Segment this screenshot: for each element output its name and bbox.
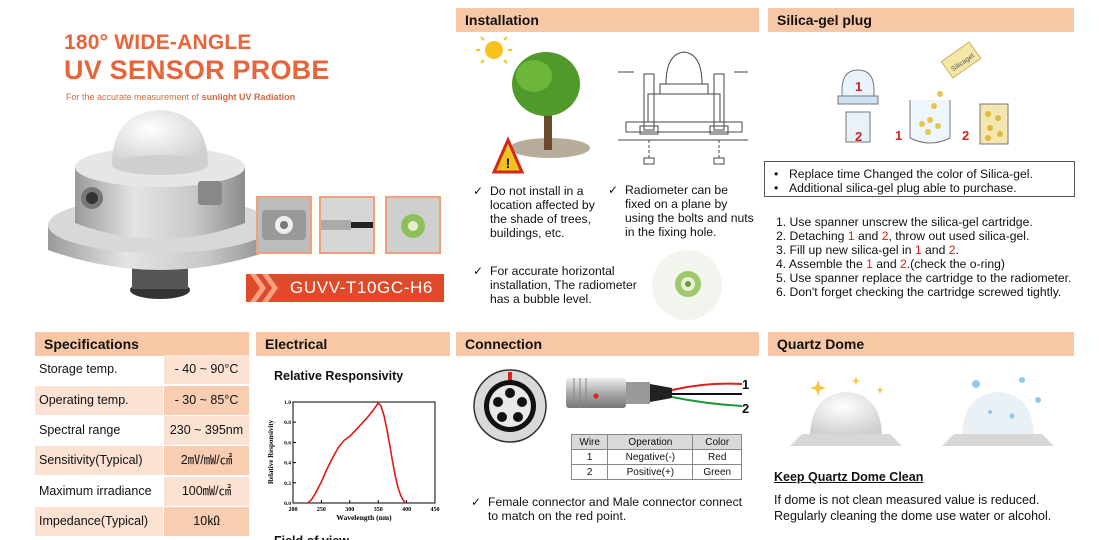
mounting-diagram xyxy=(618,51,748,165)
silica-sachet: Silicagel xyxy=(940,41,982,79)
chart-y-tick-label: 0.8 xyxy=(284,420,291,426)
female-connector-diagram xyxy=(473,369,547,443)
chart-y-tick-label: 0.0 xyxy=(284,501,291,507)
wire-label-1: 1 xyxy=(742,377,750,392)
silica-label-1a: 1 xyxy=(855,79,863,94)
chart-y-axis-label: Relative Responsivity xyxy=(267,419,275,484)
chart-y-tick-label: 0.6 xyxy=(284,440,291,446)
silica-label-1b: 1 xyxy=(895,128,903,143)
silica-cartridge-filled xyxy=(979,103,1009,145)
silica-step-5: 5. Use spanner replace the cartridge to … xyxy=(776,271,1072,285)
silica-step-1: 1. Use spanner unscrew the silica-gel ca… xyxy=(776,215,1033,229)
sparkle-icon xyxy=(810,376,884,396)
product-tagline: For the accurate measurement of sunlight… xyxy=(66,92,296,102)
spec-row-storage: Storage temp.- 40 ~ 90°C xyxy=(35,355,249,384)
chart-x-tick-label: 200 xyxy=(289,507,298,513)
responsivity-chart: Relative Responsivity Wavelength (nm) 20… xyxy=(267,400,440,522)
silica-step-4: 4. Assemble the 1 and 2.(check the o-rin… xyxy=(776,257,1005,271)
header-installation: Installation xyxy=(456,8,759,32)
warning-icon: ! xyxy=(491,136,525,174)
chart-x-tick-label: 300 xyxy=(345,507,354,513)
chart-x-tick-label: 350 xyxy=(374,507,383,513)
chart-plot-frame xyxy=(292,401,436,504)
silica-gel-diagram: Silicagel xyxy=(837,41,1009,145)
chart-x-tick-label: 400 xyxy=(402,507,411,513)
snowflake-icon xyxy=(972,377,1041,419)
thumbnail-cable xyxy=(319,196,375,254)
connection-note: Female connector and Male connector conn… xyxy=(471,495,742,523)
wire-table-header-color: Color xyxy=(692,434,742,450)
bubble-level-photo xyxy=(652,250,722,320)
chart-x-tick-label: 250 xyxy=(317,507,326,513)
silica-step-6: 6. Don't forget checking the cartridge s… xyxy=(776,285,1062,299)
dome-water-illustration xyxy=(942,377,1054,446)
wire-label-2: 2 xyxy=(742,401,750,416)
spec-row-impedance: Impedance(Typical)10㏀ xyxy=(35,507,249,536)
silica-cartridge-part2 xyxy=(909,91,951,144)
model-number: GUVV-T10GC-H6 xyxy=(290,278,433,297)
silica-label-2a: 2 xyxy=(855,129,863,144)
thumbnail-bubble-level xyxy=(385,196,441,254)
chart-y-tick-label: 0.4 xyxy=(284,461,291,467)
spec-row-sensitivity: Sensitivity(Typical)2㎷/㎽/㎠ xyxy=(35,446,249,475)
quartz-text: If dome is not clean measured value is r… xyxy=(774,493,1052,523)
header-quartz-dome: Quartz Dome xyxy=(768,332,1074,356)
silica-cartridge-part1 xyxy=(837,69,879,143)
chart-x-tick-label: 450 xyxy=(431,507,440,513)
product-title-line2: UV SENSOR PROBE xyxy=(64,55,330,85)
header-electrical: Electrical xyxy=(256,332,450,356)
tree-warning-illustration: ! xyxy=(476,36,590,174)
silica-notes-box xyxy=(764,161,1075,197)
silica-bullet-1: Replace time Changed the color of Silica… xyxy=(774,167,1033,181)
spec-row-operating: Operating temp.- 30 ~ 85°C xyxy=(35,386,249,415)
silica-bullet-2: Additional silica-gel plug able to purch… xyxy=(774,181,1017,195)
male-connector-cable xyxy=(566,378,743,408)
silica-step-3: 3. Fill up new silica-gel in 1 and 2. xyxy=(776,243,959,257)
sun-icon xyxy=(476,36,512,64)
wire-table-header-wire: Wire xyxy=(570,434,609,450)
svg-text:!: ! xyxy=(506,155,511,171)
chart-y-tick-label: 1.0 xyxy=(284,400,291,406)
silica-steps: 1. Use spanner unscrew the silica-gel ca… xyxy=(776,215,1071,299)
header-connection: Connection xyxy=(456,332,759,356)
model-badge: GUVV-T10GC-H6 xyxy=(246,274,444,302)
chart-y-tick-label: 0.2 xyxy=(284,481,291,487)
product-title-line1: 180° WIDE-ANGLE xyxy=(64,31,252,54)
wire-table-header-operation: Operation xyxy=(607,434,694,450)
chart-series-line xyxy=(307,401,407,504)
dome-sun-illustration xyxy=(790,376,902,446)
silica-label-2b: 2 xyxy=(962,128,970,143)
chart-x-axis-label: Wavelength (nm) xyxy=(336,513,392,522)
header-specifications: Specifications xyxy=(35,332,249,356)
field-of-view-title: Field of view xyxy=(274,534,349,540)
thumbnail-connector-port xyxy=(256,196,312,254)
sensor-probe-image xyxy=(48,110,260,299)
header-silica-gel: Silica-gel plug xyxy=(768,8,1074,32)
chart-title: Relative Responsivity xyxy=(274,369,404,383)
silica-step-2: 2. Detaching 1 and 2, throw out used sil… xyxy=(776,229,1030,243)
quartz-heading: Keep Quartz Dome Clean xyxy=(774,470,924,484)
